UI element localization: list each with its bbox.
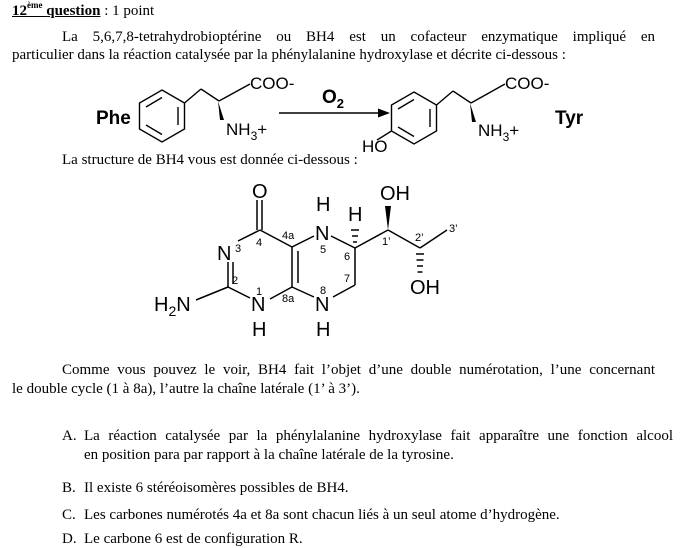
- label-4: 4: [256, 237, 262, 249]
- option-text: La réaction catalysée par la phénylalani…: [84, 428, 673, 444]
- comment-line-1: Comme vous pouvez le voir, BH4 fait l’ob…: [62, 362, 655, 378]
- wedge-bond: [218, 101, 224, 120]
- phe-molecule: [138, 83, 251, 143]
- option-text: Les carbones numérotés 4a et 8a sont cha…: [84, 507, 560, 523]
- intro-line-1: La 5,6,7,8-tetrahydrobioptérine ou BH4 e…: [62, 29, 655, 45]
- option-text: Il existe 6 stéréoisomères possibles de …: [84, 480, 349, 496]
- wedge-bond: [385, 206, 391, 230]
- atom-h-c6: H: [348, 204, 362, 226]
- question-header: 12ème question : 1 point: [12, 0, 155, 20]
- phe-carboxylate: COO-: [250, 74, 294, 93]
- label-5: 5: [320, 244, 326, 256]
- atom-n8: N: [315, 294, 329, 316]
- hashed-bonds: [351, 229, 424, 273]
- question-points: : 1 point: [100, 3, 155, 19]
- tyr-amine: NH3+: [478, 121, 519, 144]
- tyr-carboxylate: COO-: [505, 74, 549, 93]
- label-2prime: 2’: [415, 232, 424, 244]
- label-8: 8: [320, 285, 326, 297]
- bh4-bonds: [195, 200, 448, 301]
- option-letter: A.: [62, 428, 77, 444]
- ordinal-suffix: ème: [27, 0, 43, 10]
- question-number: 12ème question: [12, 0, 101, 20]
- label-7: 7: [344, 273, 350, 285]
- tyr-molecule: [376, 83, 506, 145]
- reagent-o2: O2: [322, 87, 344, 111]
- option-letter: B.: [62, 480, 76, 496]
- phe-amine: NH3+: [226, 120, 267, 143]
- label-8a: 8a: [282, 293, 295, 305]
- atom-n5: N: [315, 223, 329, 245]
- atom-n1: N: [251, 294, 265, 316]
- atom-h2n: H2N: [154, 294, 191, 319]
- label-2: 2: [232, 275, 238, 287]
- label-6: 6: [344, 251, 350, 263]
- atom-h-n8: H: [316, 319, 330, 341]
- intro-line-2: particulier dans la réaction catalysée p…: [12, 47, 566, 63]
- question-number-value: 12: [12, 3, 27, 19]
- option-text: en position para par rapport à la chaîne…: [84, 447, 454, 463]
- tyr-label: Tyr: [555, 108, 584, 129]
- label-3prime: 3’: [449, 223, 458, 235]
- label-4a: 4a: [282, 230, 295, 242]
- option-letter: C.: [62, 507, 76, 523]
- label-3: 3: [235, 243, 241, 255]
- option-text: Le carbone 6 est de configuration R.: [84, 531, 303, 547]
- label-1: 1: [256, 286, 262, 298]
- atom-h-n1: H: [252, 319, 266, 341]
- option-letter: D.: [62, 531, 77, 547]
- atom-h-n5: H: [316, 194, 330, 216]
- label-1prime: 1’: [382, 236, 391, 248]
- comment-line-2: le double cycle (1 à 8a), l’autre la cha…: [12, 381, 360, 397]
- atom-n3: N: [217, 243, 231, 265]
- question-word: question: [46, 3, 101, 19]
- arrow-head: [378, 108, 390, 118]
- structure-intro: La structure de BH4 vous est donnée ci-d…: [62, 152, 358, 168]
- atom-oh-1prime: OH: [380, 183, 410, 205]
- chemical-structures: Phe COO- NH3+ O2 HO COO- NH3+ Tyr O N N …: [96, 74, 584, 341]
- tyr-hydroxyl: HO: [362, 137, 388, 156]
- atom-o: O: [252, 181, 268, 203]
- atom-oh-2prime: OH: [410, 277, 440, 299]
- wedge-bond: [470, 103, 476, 122]
- phe-label: Phe: [96, 108, 131, 129]
